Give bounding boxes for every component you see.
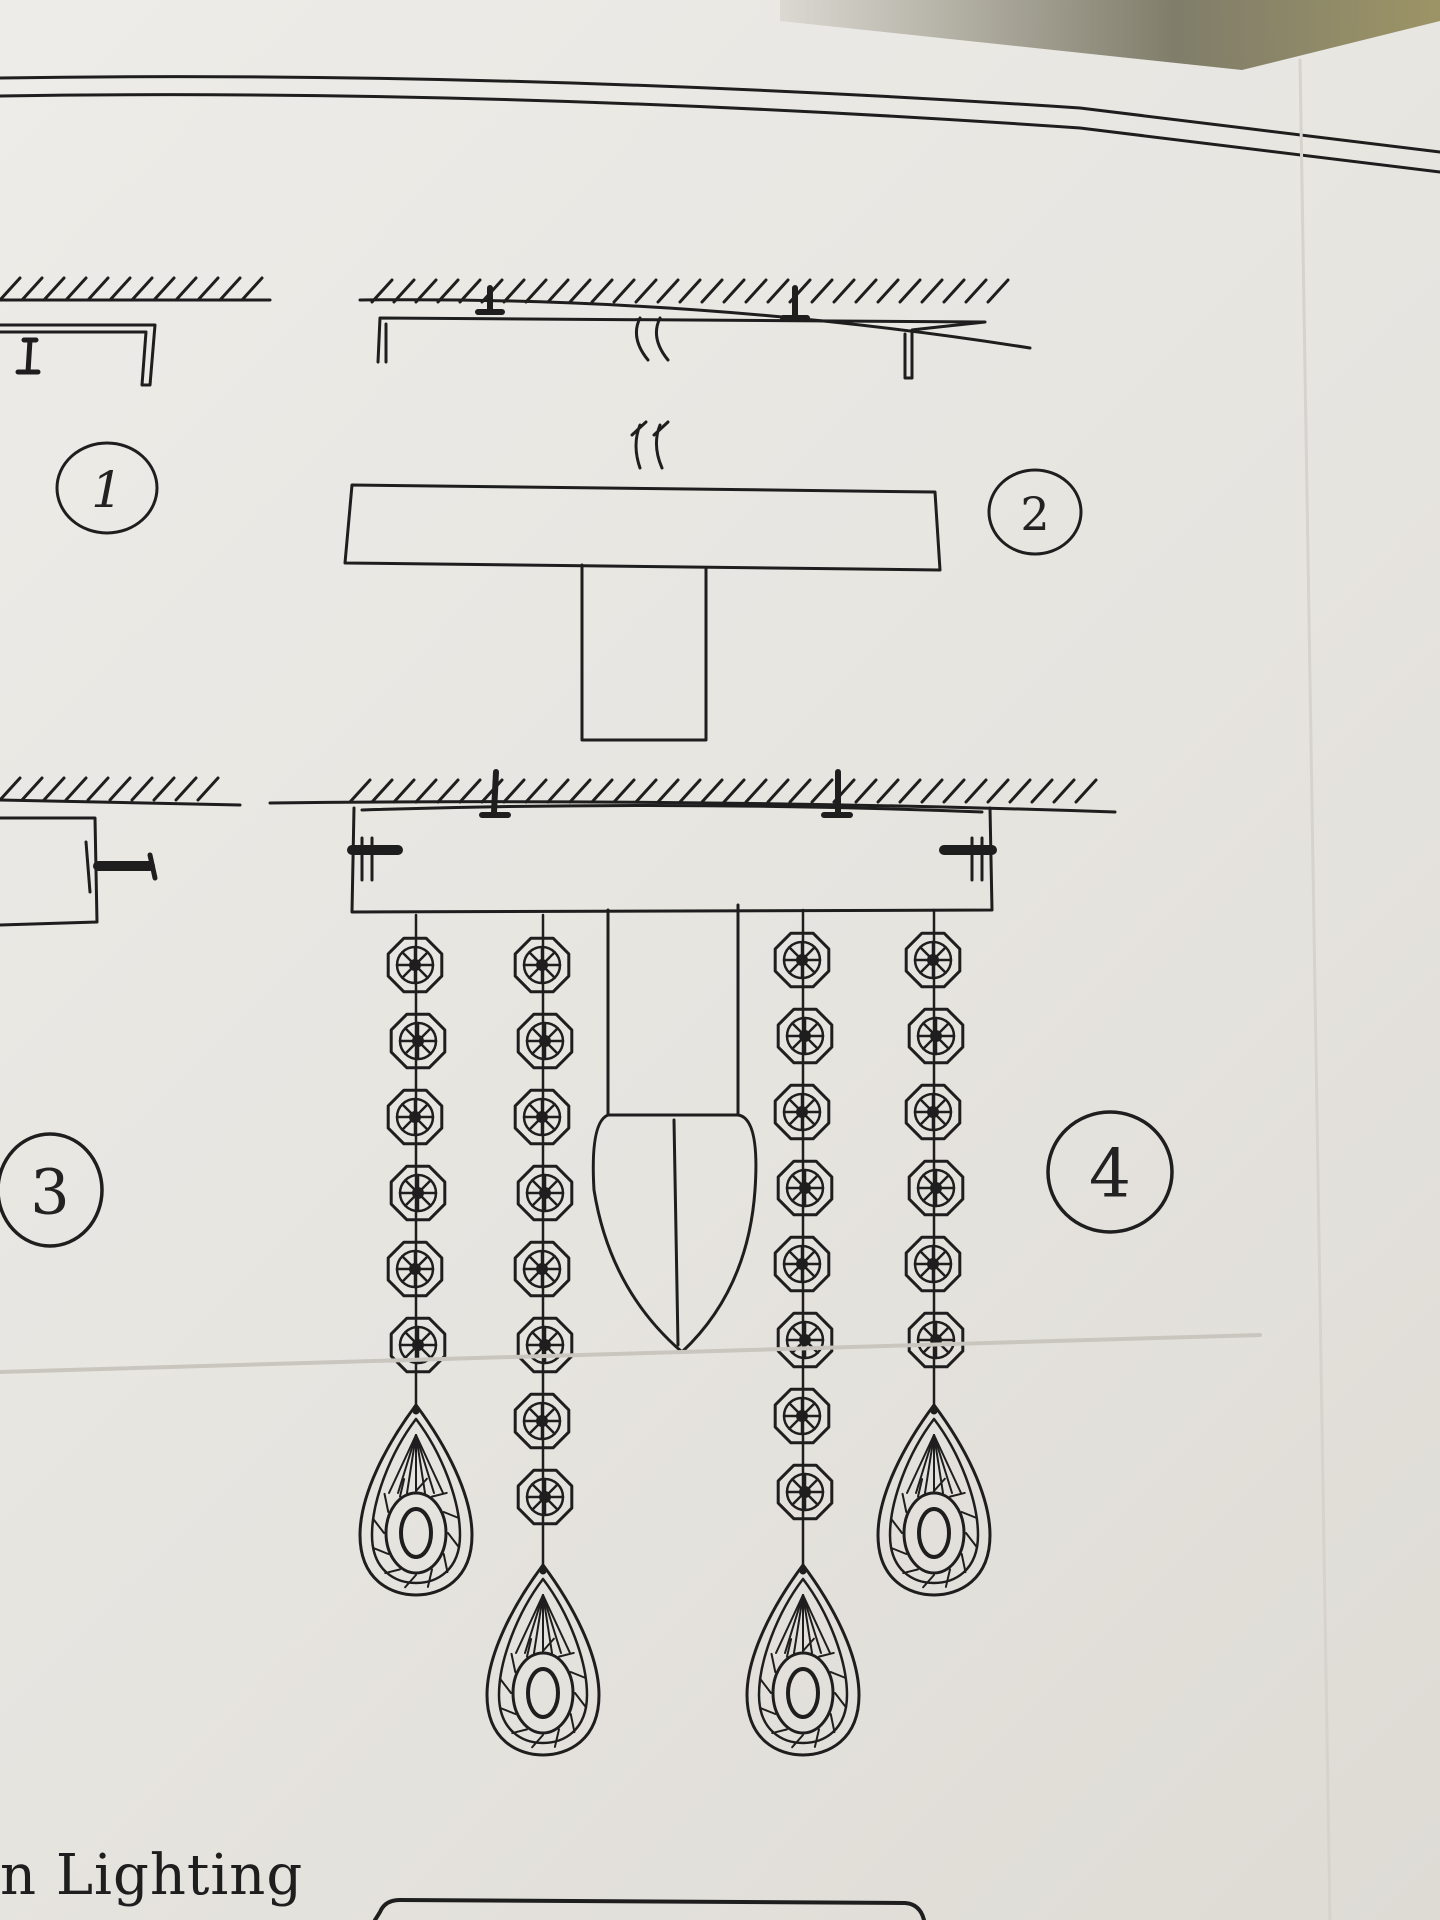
step-1-badge: 1 [55, 441, 159, 535]
ceiling-hatch-4 [348, 778, 1098, 804]
step-2-badge: 2 [987, 468, 1083, 556]
step-1-diagram [0, 276, 272, 387]
step-1-number: 1 [91, 461, 123, 519]
crystal-strand-1 [358, 913, 474, 1597]
header-rule [0, 75, 1440, 174]
step-2-number: 2 [1020, 487, 1049, 541]
fold-crease-vertical [1298, 58, 1332, 1920]
step-3-diagram [0, 776, 242, 927]
crystal-strand-2 [485, 913, 601, 1757]
crystal-strand-3 [745, 908, 861, 1757]
ceiling-hatch-1 [0, 276, 264, 302]
ceiling-hatch-3 [0, 776, 220, 802]
footer-brand-text: n Lighting [0, 1843, 304, 1908]
step-4-diagram [268, 769, 1117, 1757]
ceiling-hatch-2 [370, 278, 1010, 304]
step-3-badge: 3 [0, 1132, 104, 1248]
fold-crease [0, 1333, 1262, 1374]
step-4-badge: 4 [1046, 1110, 1174, 1234]
step-3-number: 3 [30, 1156, 69, 1229]
step-2-diagram [343, 278, 1032, 742]
crystal-strand-4 [876, 908, 992, 1597]
bottom-box [373, 1898, 926, 1920]
step-4-number: 4 [1089, 1136, 1131, 1213]
